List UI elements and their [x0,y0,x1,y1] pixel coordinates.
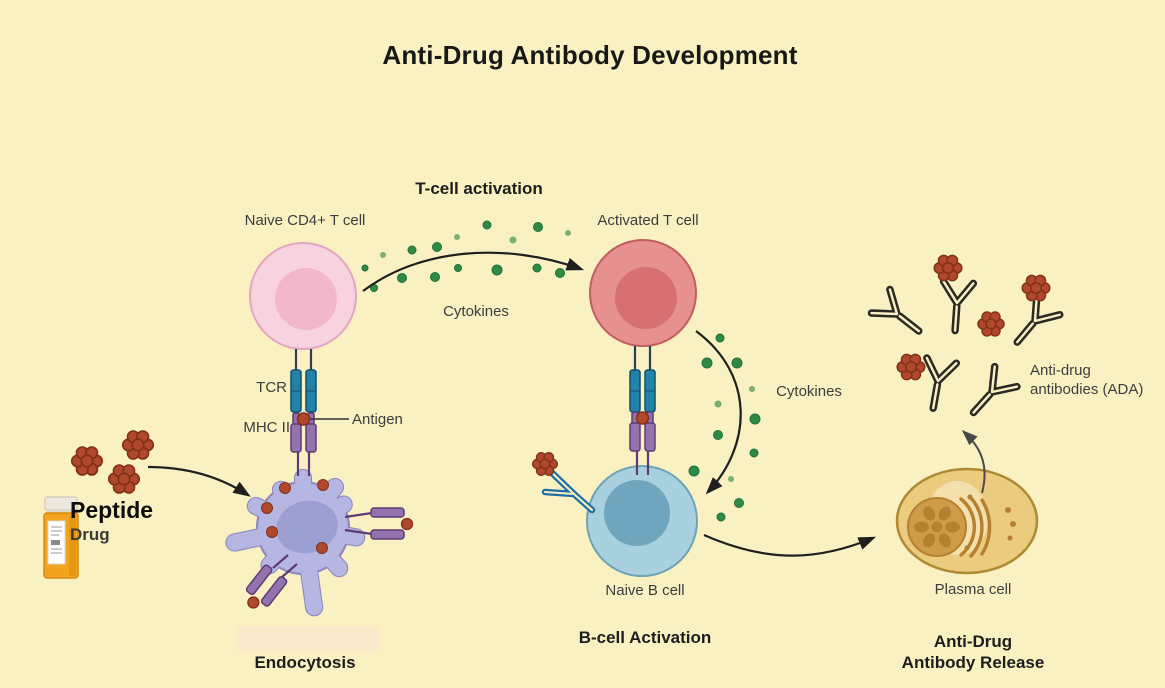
label-tcr: TCR [256,379,287,396]
tcr-stems [633,346,652,371]
watermark-patch [237,626,379,652]
tcr-receptor [629,369,656,413]
antibody-icon [940,281,973,331]
tcr-mhc-synapse-bcell [629,346,656,475]
arrow-cytokines-to-bcell [695,330,742,495]
drug-cluster-icon [531,452,559,476]
drug-cluster-icon [977,311,1005,337]
mhc-ii-receptor [290,412,317,453]
stage-label-ada-release: Anti-Drug Antibody Release [873,631,1073,673]
label-ada-line1: Anti-drug [1030,362,1091,379]
label-mhc-ii: MHC II [243,419,290,436]
label-plasma-cell: Plasma cell [934,581,1012,598]
drug-cluster-icon [121,430,155,460]
label-cytokines-1: Cytokines [443,303,509,320]
antigen-dot [247,596,260,609]
label-activated-t-cell: Activated T cell [597,212,699,229]
dendritic-nucleus [276,500,338,554]
antigen-dot [635,411,650,425]
tcr-receptor [290,369,317,413]
mhc-ii-receptor [344,507,414,540]
mhc-stems [635,451,650,475]
antibody-icon [871,289,927,342]
drug-cluster-icon [896,353,926,381]
antibody-icon [1006,296,1060,352]
drug-clusters [70,430,155,494]
label-naive-cd4-t-cell: Naive CD4+ T cell [244,212,366,229]
mhc-ii-receptor [629,411,656,452]
naive-b-cell [586,465,698,577]
mhc-ii-receptor [245,554,298,609]
stage-label-ada-release-line1: Anti-Drug [933,632,1013,651]
dendritic-cell [223,468,414,618]
label-cytokines-2: Cytokines [776,383,842,400]
antigen-dot [400,517,414,531]
drug-cluster-icon [933,254,963,282]
label-drug: Drug [70,525,110,544]
label-ada: Anti-drug antibodies (ADA) [1030,361,1143,399]
label-peptide: Peptide [70,497,154,523]
plasma-granule-dots [964,494,1016,551]
drug-cluster-icon [1021,274,1051,302]
plasma-nucleus-segments [914,506,960,548]
pill-bottle-icon [43,496,79,579]
naive-t-cell [249,242,357,350]
tcr-mhc-synapse-dendritic [290,349,349,476]
arrow-tcell-activation [362,251,585,292]
cytokine-dots-bcell-light [714,386,755,482]
activated-t-cell [589,239,697,347]
antibody-icon [962,367,1017,423]
tcr-stems [294,349,313,371]
drug-cluster-icon [107,464,141,494]
arrow-plasma-to-ada [961,429,986,494]
stage-label-b-cell-activation: B-cell Activation [578,628,712,647]
page-title: Anti-Drug Antibody Development [382,40,798,70]
label-ada-line2: antibodies (ADA) [1030,381,1144,398]
bcr-antibody-icon [531,452,596,514]
peptide-drug-group [43,430,155,579]
plasma-cell [895,467,1039,575]
stage-label-endocytosis: Endocytosis [254,653,356,672]
mhc-stems [296,452,311,476]
stage-label-t-cell-activation: T-cell activation [415,179,543,198]
arrow-drug-to-dendritic [147,465,251,497]
engulfed-antigen-dots [261,479,329,554]
label-antigen: Antigen [352,411,403,428]
cytokine-dots-tcell [361,220,565,292]
drug-cluster-icon [70,446,104,476]
arrow-bcell-to-plasma [703,533,877,557]
cytokine-dots-tcell-light [380,230,571,258]
cytokine-dots-bcell [688,333,761,522]
label-naive-b-cell: Naive B cell [605,582,685,599]
antigen-dot [296,412,311,426]
stage-label-ada-release-line2: Antibody Release [901,653,1045,672]
